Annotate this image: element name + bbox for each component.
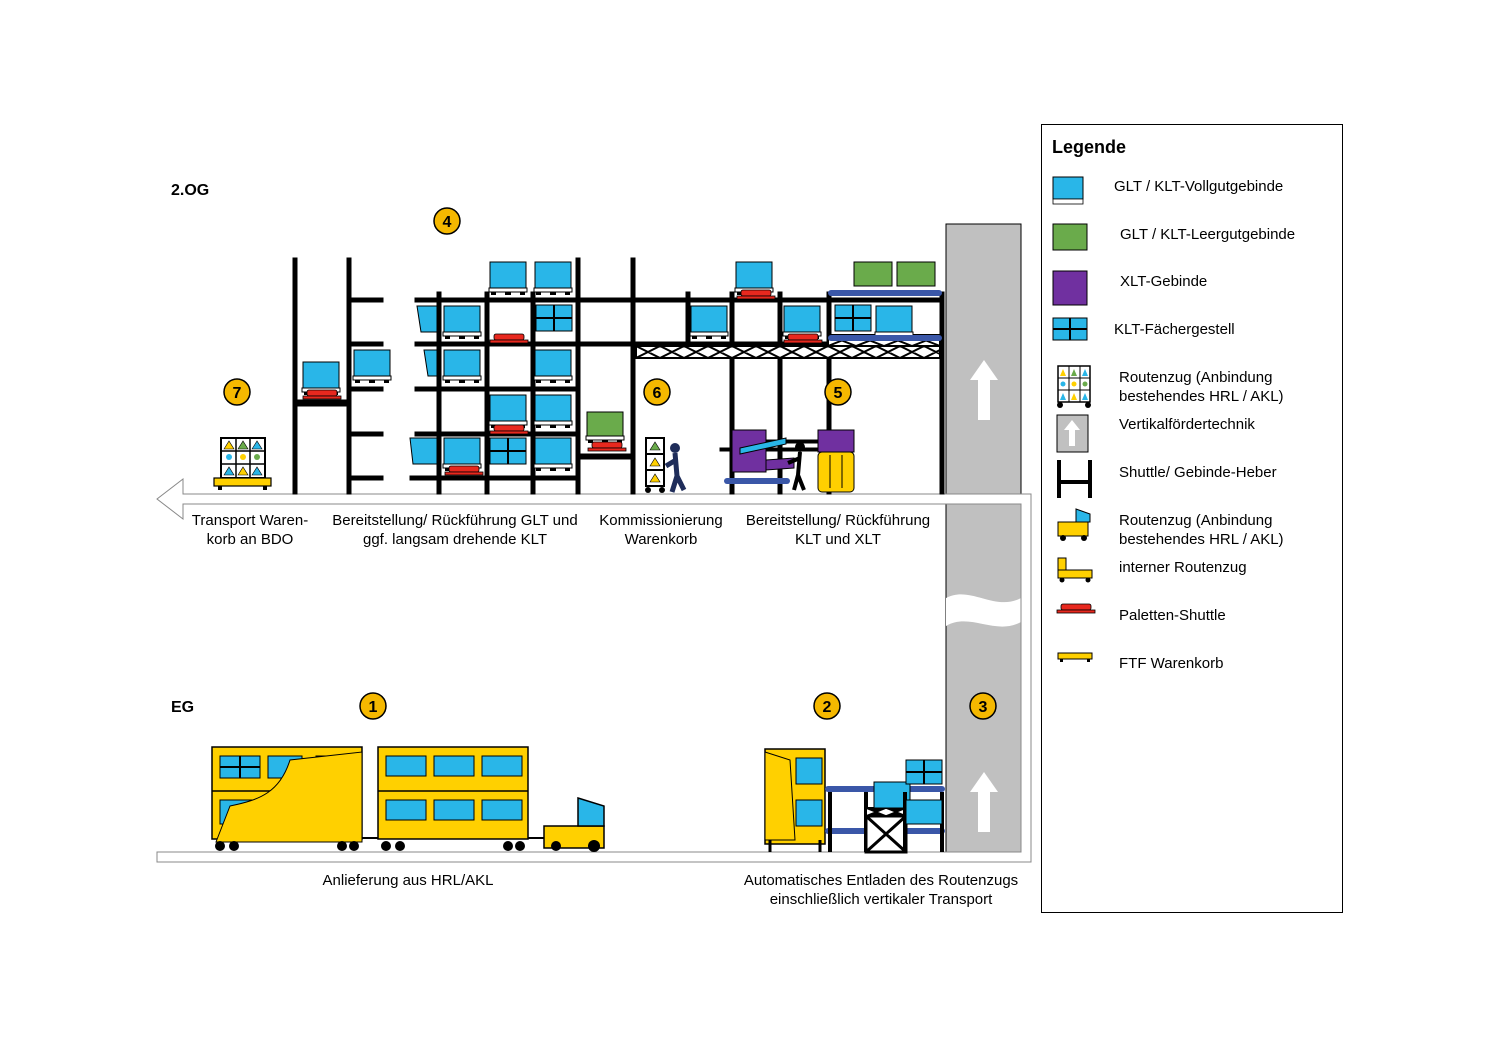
step-badge-6: 6 — [643, 378, 671, 406]
internal-train-icon — [1057, 557, 1093, 583]
legend-icons — [1052, 176, 1096, 662]
basket-train-icon — [1057, 365, 1091, 408]
svg-text:7: 7 — [233, 385, 242, 402]
step-badge-3: 3 — [969, 692, 997, 720]
empty-container-icon — [1052, 223, 1088, 251]
legend-item-xlt: XLT-Gebinde — [1120, 273, 1208, 290]
roller-conveyors — [724, 290, 942, 484]
legend-item-empty: GLT / KLT-Leergutgebinde — [1120, 226, 1296, 243]
legend-item-agv: FTF Warenkorb — [1119, 655, 1224, 672]
legend-item-pallet-shuttle: Paletten-Shuttle — [1119, 607, 1226, 624]
compartment-rack-icon — [1052, 317, 1088, 341]
legend-item-shuttle: Shuttle/ Gebinde-Heber — [1119, 464, 1277, 481]
compartment-racks — [489, 304, 872, 465]
legend-item-internal: interner Routenzug — [1119, 559, 1247, 576]
legend: Legende GLT / KLT-Vollgutgebinde GLT / K… — [1041, 124, 1343, 913]
tugger-train — [211, 746, 605, 852]
step-badge-7: 7 — [223, 378, 251, 406]
step-badge-1: 1 — [359, 692, 387, 720]
up-arrow-icon — [970, 772, 998, 832]
tugger-train-icon — [1057, 508, 1091, 541]
step-badge-2: 2 — [813, 692, 841, 720]
xlt-container-icon — [1052, 270, 1088, 306]
agv-basket — [213, 437, 272, 490]
agv-basket-icon — [1057, 652, 1093, 662]
unloading-station — [764, 748, 945, 854]
legend-title: Legende — [1052, 137, 1127, 157]
legend-item-rack: KLT-Fächergestell — [1114, 321, 1235, 338]
svg-text:1: 1 — [369, 699, 378, 716]
floor-label-ground: EG — [171, 699, 195, 716]
picking-station — [645, 437, 687, 493]
floor-label-upper: 2.OG — [171, 182, 210, 199]
shuttle-lifter-icon — [1057, 460, 1092, 498]
empty-containers — [585, 261, 936, 444]
svg-text:5: 5 — [834, 385, 843, 402]
label-delivery: Anlieferung aus HRL/AKL — [322, 872, 494, 889]
svg-text:6: 6 — [653, 385, 662, 402]
step-badge-4: 4 — [433, 207, 461, 235]
vertical-conveyor-icon — [1056, 414, 1089, 453]
xlt-station — [731, 429, 855, 493]
svg-text:2: 2 — [823, 699, 832, 716]
up-arrow-icon — [970, 360, 998, 420]
step-badges: 4 7 6 5 1 2 3 — [223, 207, 997, 720]
step-badge-5: 5 — [824, 378, 852, 406]
legend-item-vertical: Vertikalfördertechnik — [1119, 416, 1255, 433]
legend-item-full: GLT / KLT-Vollgutgebinde — [1114, 178, 1284, 195]
svg-text:3: 3 — [979, 699, 988, 716]
label-transport: Transport Waren-korb an BDO — [191, 512, 309, 548]
full-containers — [301, 261, 914, 472]
rack-system — [292, 257, 945, 495]
svg-text:4: 4 — [443, 214, 452, 231]
vertical-conveyor — [945, 223, 1022, 853]
full-container-icon — [1052, 176, 1084, 205]
